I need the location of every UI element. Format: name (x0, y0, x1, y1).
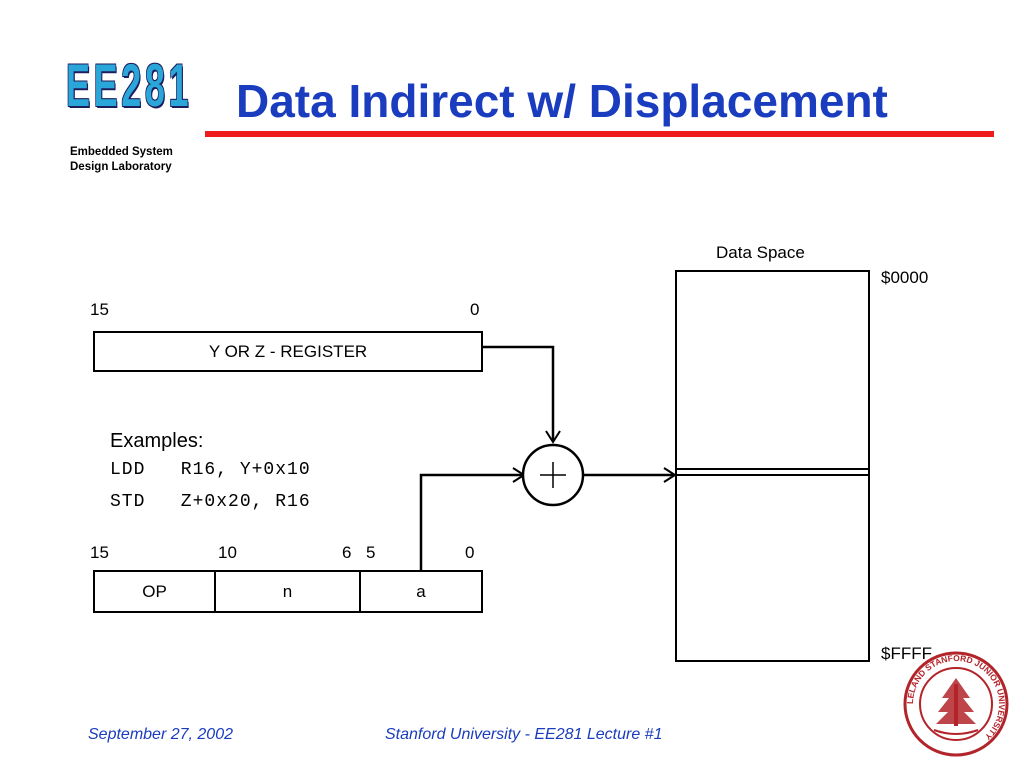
field-n: n (216, 572, 361, 611)
address-0000: $0000 (881, 268, 929, 287)
field-op: OP (95, 572, 216, 611)
instruction-bit-10: 10 (218, 543, 237, 562)
example-ldd: LDD R16, Y+0x10 (110, 460, 311, 480)
instruction-bit-0: 0 (465, 543, 475, 562)
slide-title: Data Indirect w/ Displacement (236, 75, 888, 127)
register-bit-low: 0 (470, 300, 480, 319)
examples-heading: Examples: (110, 430, 204, 452)
ee281-logo: EE281 (66, 52, 193, 119)
example-std: STD Z+0x20, R16 (110, 492, 311, 512)
lab-subtitle: Embedded System Design Laboratory (70, 145, 173, 175)
seal-tree-canopy (936, 678, 976, 724)
instruction-bit-15: 15 (90, 543, 109, 562)
seal-banner (933, 729, 979, 735)
displacement-to-adder-wire (419, 473, 522, 570)
title-underline-bar (205, 131, 994, 137)
data-space-title: Data Space (716, 243, 805, 262)
stanford-seal: LELAND STANFORD JUNIOR UNIVERSITY (903, 651, 1009, 757)
y-or-z-register: Y OR Z - REGISTER (93, 331, 483, 372)
data-space-memory (675, 270, 870, 662)
register-to-adder-wire (482, 345, 555, 440)
subtitle-line-2: Design Laboratory (70, 161, 172, 173)
footer-course: Stanford University - EE281 Lecture #1 (385, 726, 663, 743)
field-a: a (416, 581, 426, 601)
register-arrowhead (545, 430, 561, 444)
subtitle-line-1: Embedded System (70, 146, 173, 158)
instruction-bit-5: 5 (366, 543, 376, 562)
selected-memory-cell (677, 468, 868, 476)
instruction-bit-6: 6 (342, 543, 352, 562)
instruction-word: OP n a (93, 570, 483, 613)
register-bit-high: 15 (90, 300, 109, 319)
register-label: Y OR Z - REGISTER (208, 341, 368, 361)
address-ffff: $FFFF (881, 644, 932, 663)
footer-date: September 27, 2002 (88, 726, 233, 743)
